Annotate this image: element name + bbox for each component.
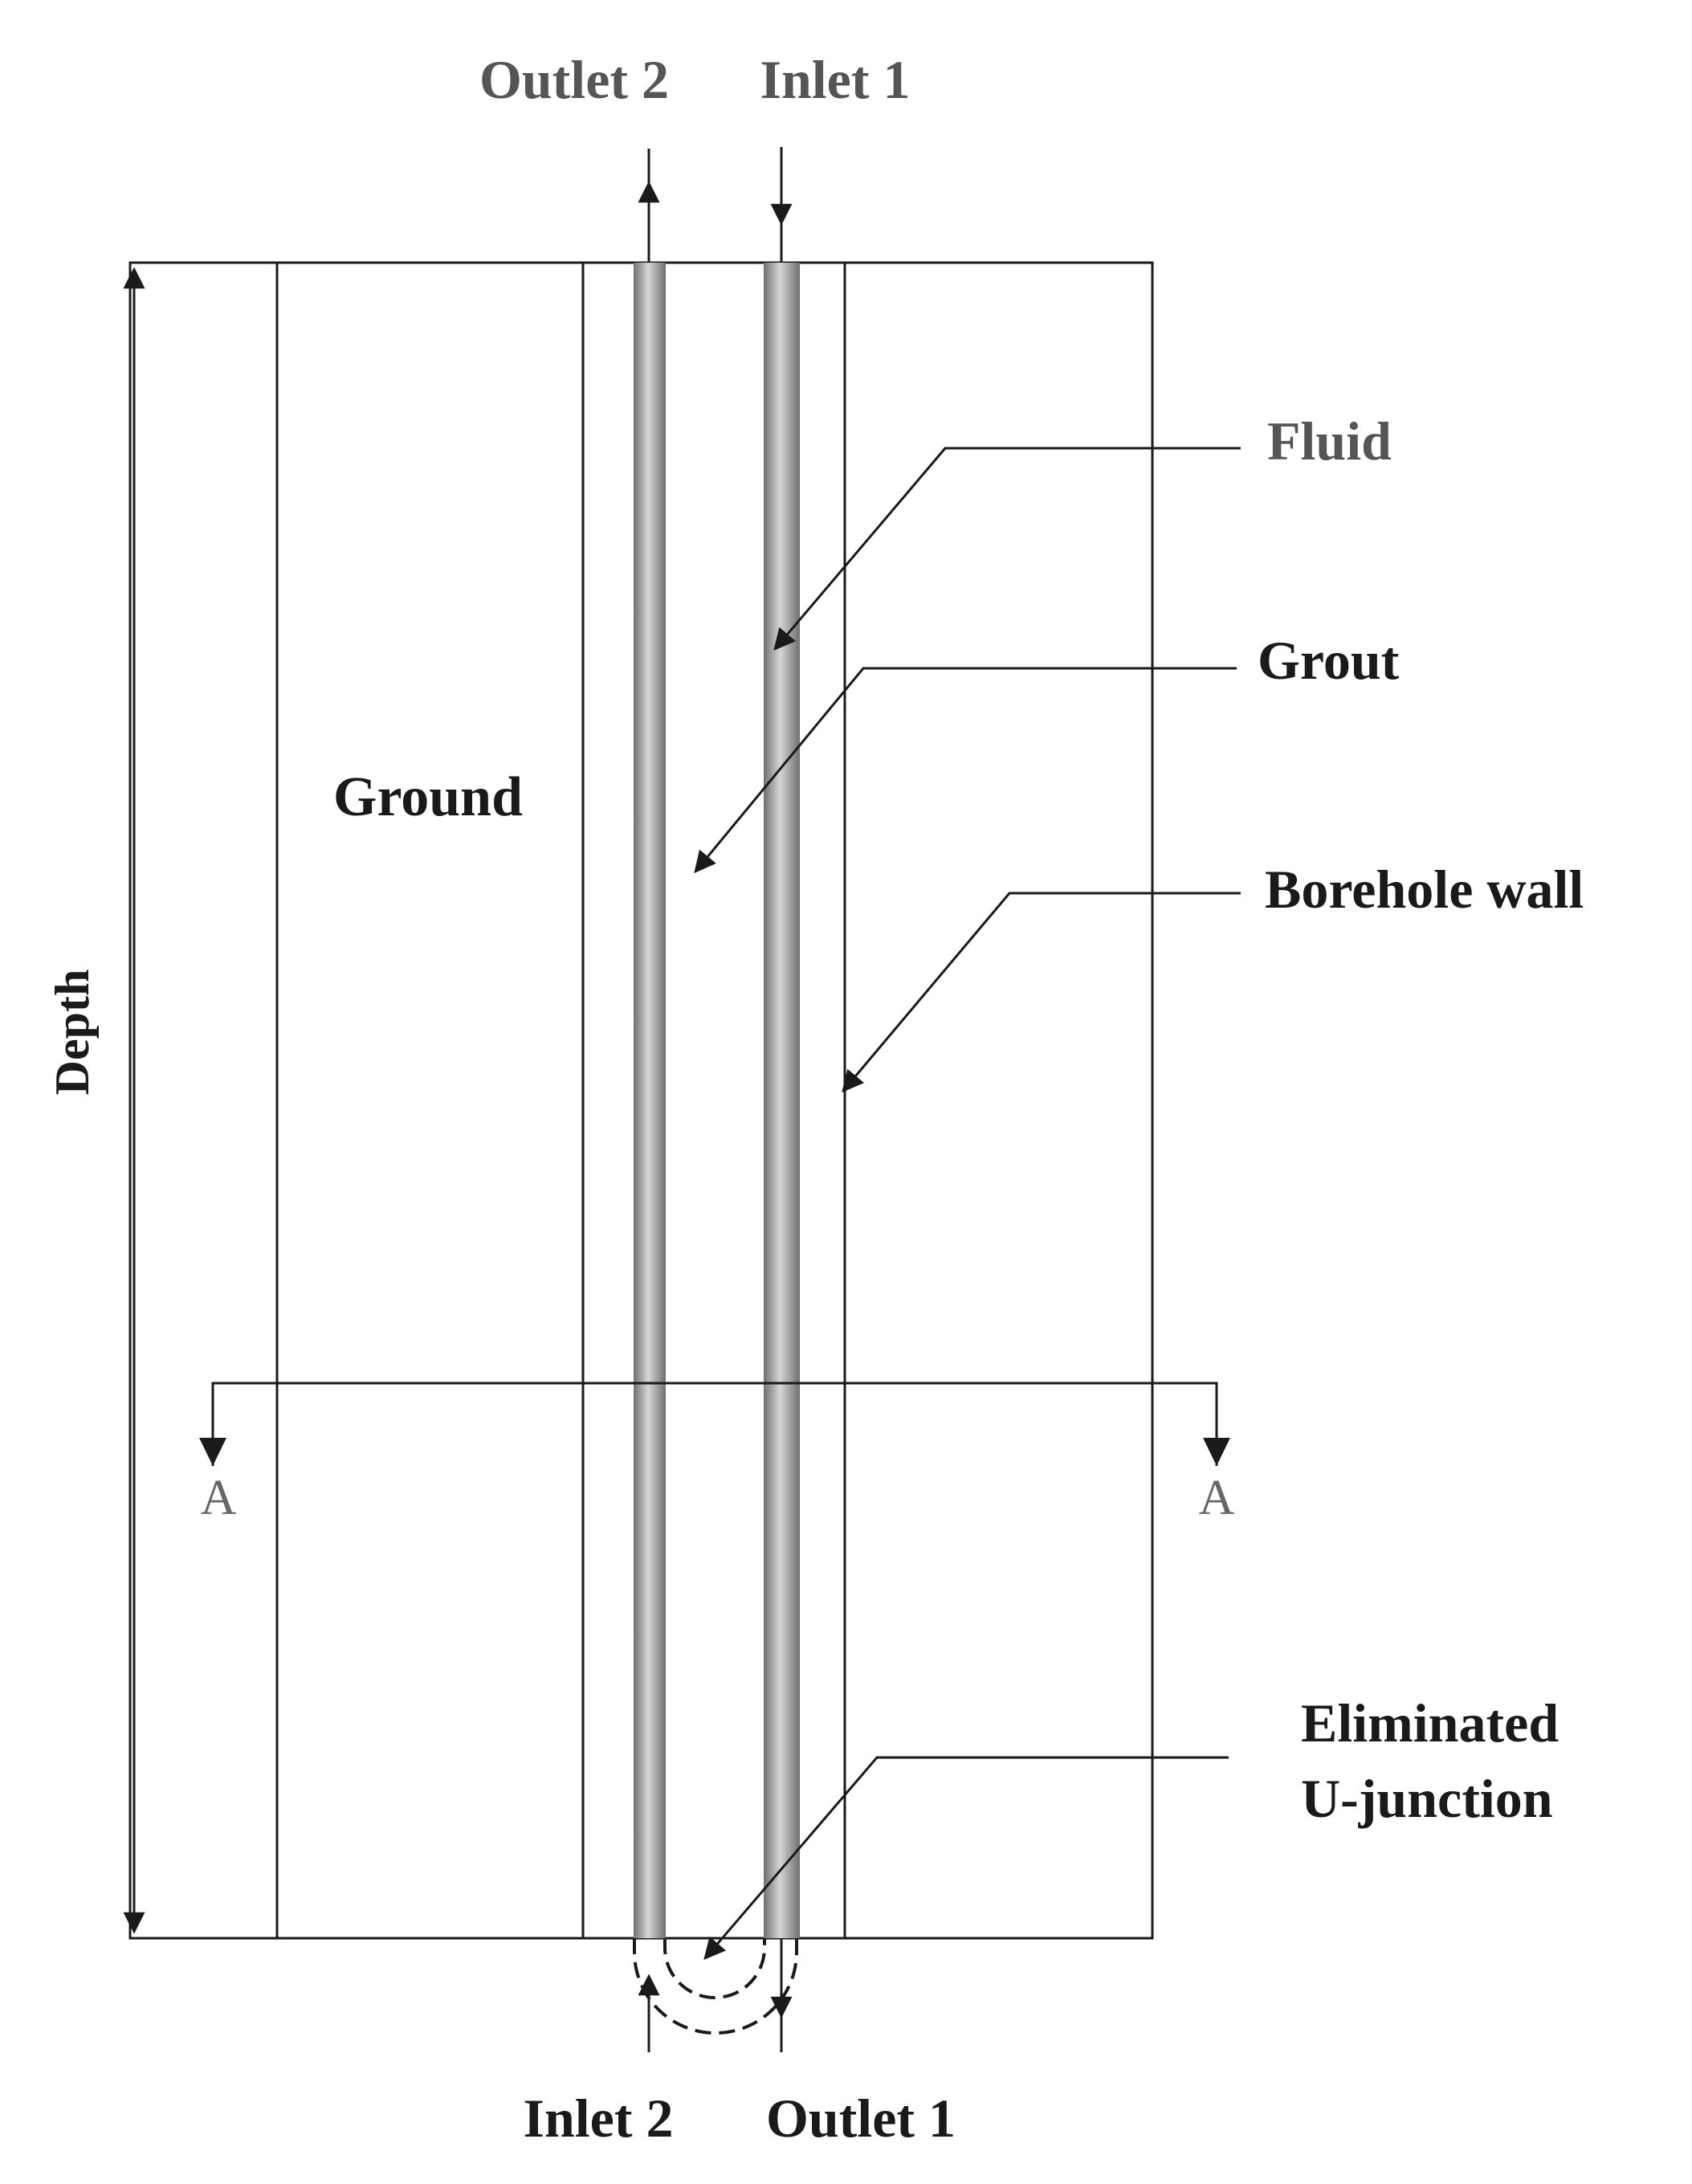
inlet1-top-label: Inlet 1	[760, 49, 911, 110]
u-junction-outer-dashed	[633, 1938, 798, 2035]
u-junction-inner-dashed	[663, 1938, 766, 1999]
pipe-left	[634, 263, 666, 1938]
depth-label: Depth	[46, 970, 99, 1096]
section-a-right-label: A	[1199, 1471, 1235, 1525]
borehole-wall-leader-line	[842, 892, 1241, 1093]
u-junction-leader-line	[703, 1756, 1229, 1961]
outlet1-bottom-label: Outlet 1	[766, 2088, 956, 2149]
pipe-right	[764, 263, 800, 1938]
section-a-left-label: A	[201, 1471, 237, 1525]
grout-label: Grout	[1258, 630, 1400, 691]
borehole-wall-label: Borehole wall	[1265, 859, 1584, 920]
outlet2-top-label: Outlet 2	[479, 49, 669, 110]
ground-label: Ground	[333, 766, 523, 828]
fluid-label: Fluid	[1267, 410, 1392, 471]
eliminated-label-line2: U-junction	[1301, 1768, 1553, 1829]
eliminated-label-line1: Eliminated	[1301, 1692, 1559, 1753]
section-a-right-arrowhead	[1203, 1438, 1230, 1466]
fluid-leader-line	[773, 447, 1241, 651]
grout-leader-line	[694, 667, 1237, 874]
section-a-left-arrowhead	[199, 1438, 226, 1466]
section-a-line	[211, 1382, 1218, 1466]
inlet2-bottom-label: Inlet 2	[524, 2088, 674, 2149]
